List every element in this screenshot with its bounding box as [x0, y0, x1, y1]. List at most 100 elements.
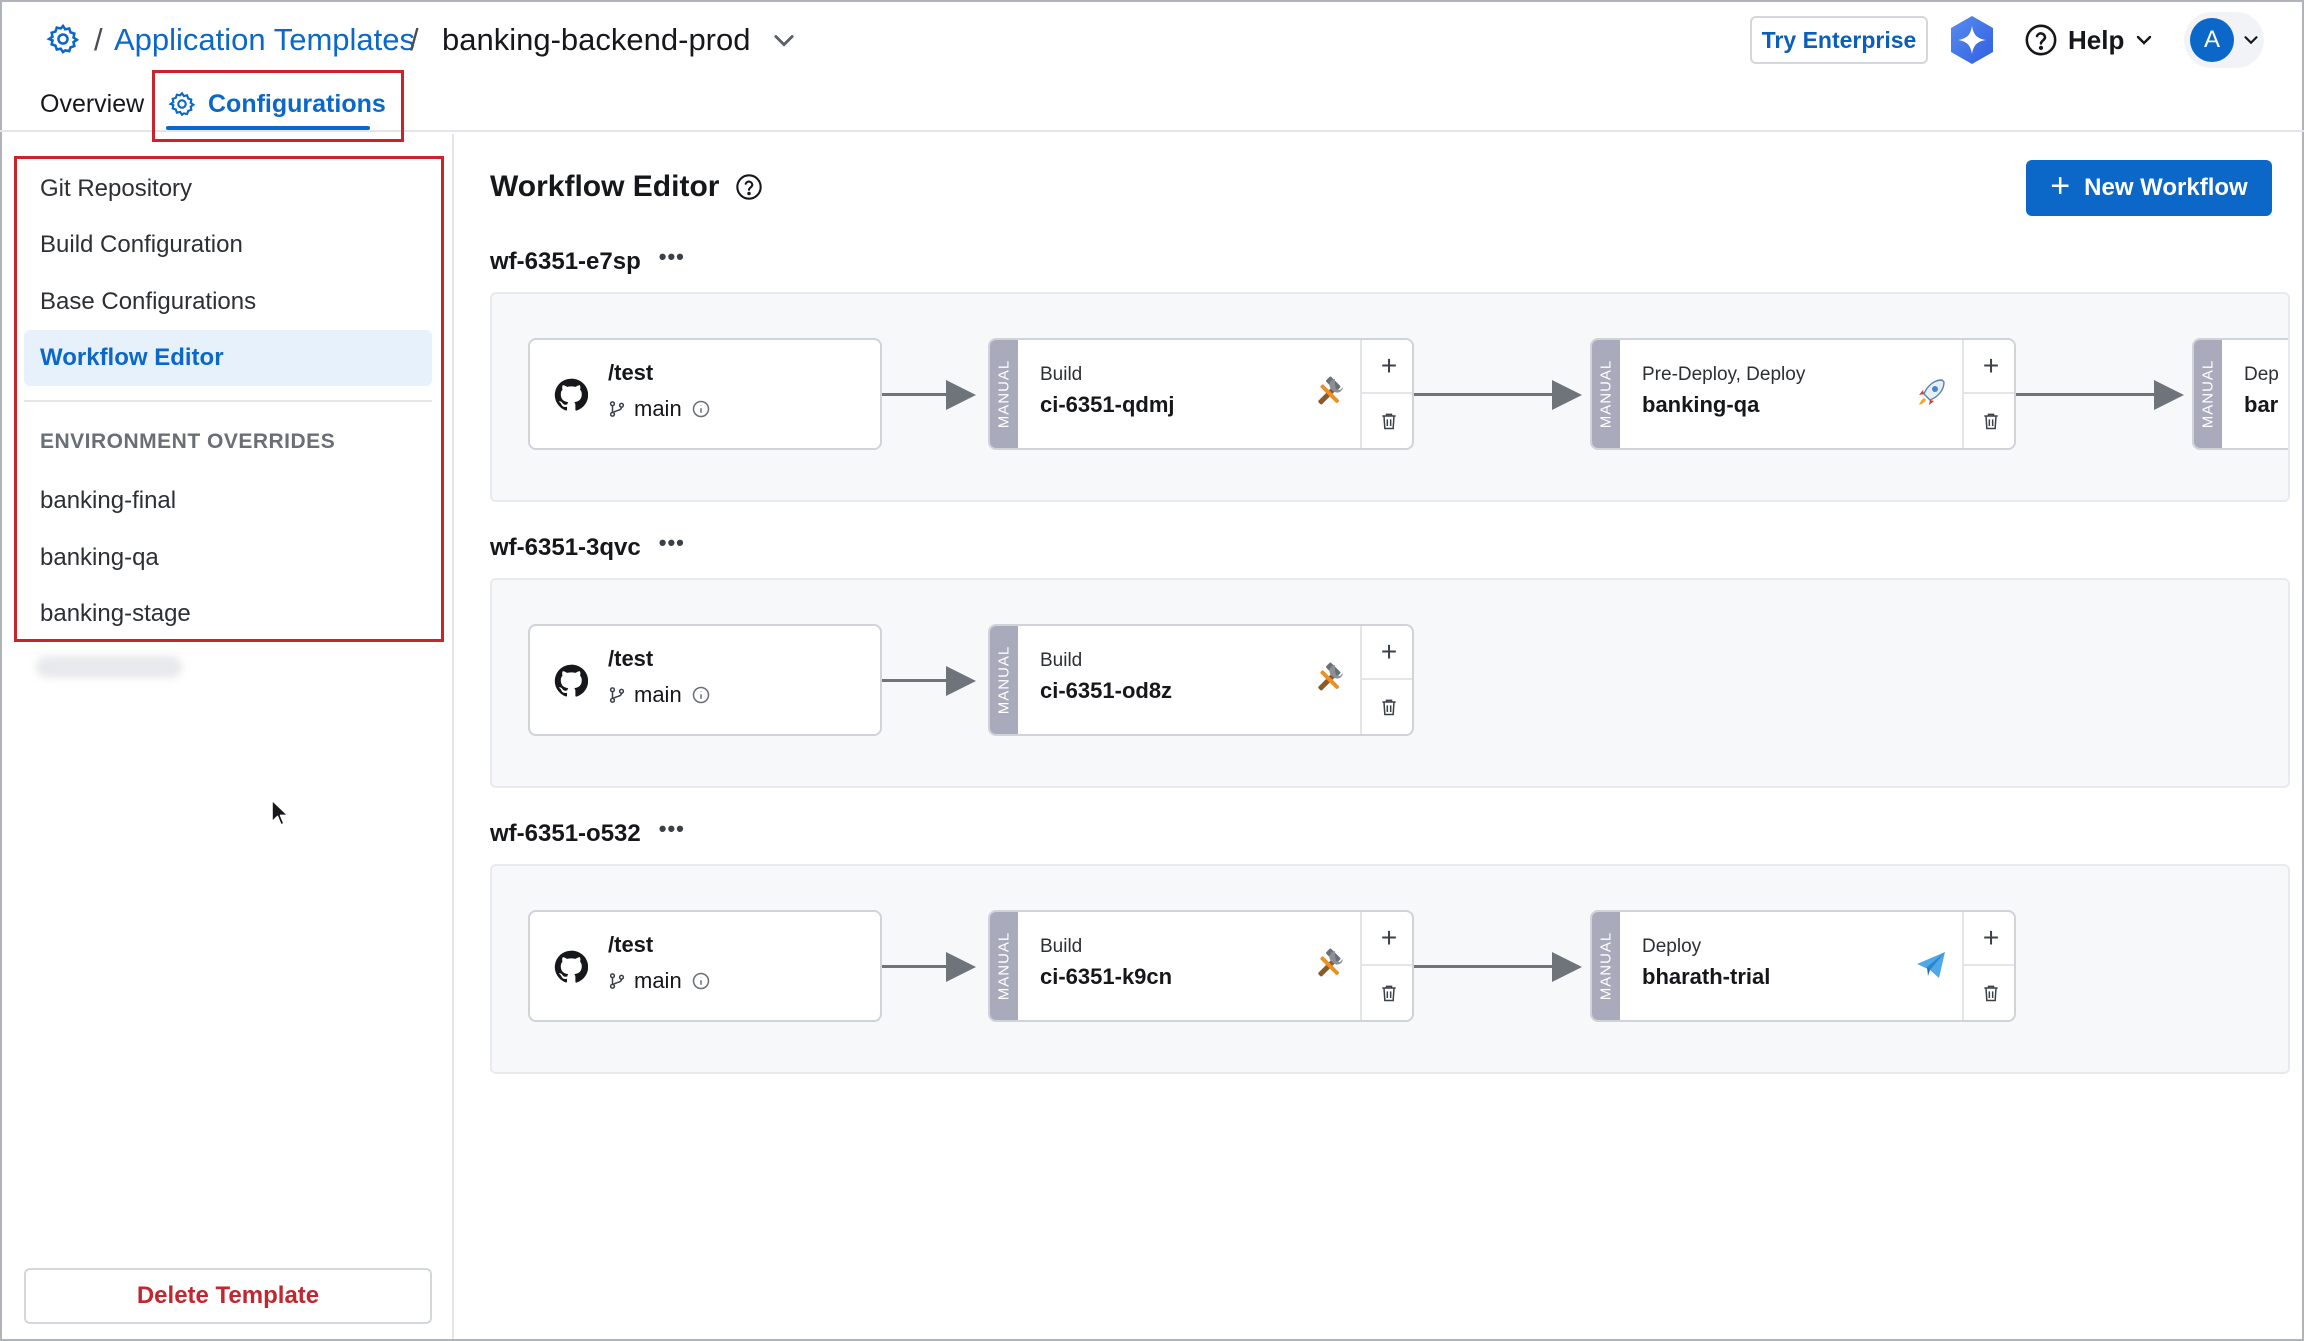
- breadcrumb-separator: /: [410, 22, 419, 57]
- delete-node-button[interactable]: [1362, 966, 1412, 1020]
- node-kind: Pre-Deploy, Deploy: [1642, 364, 1806, 385]
- info-icon[interactable]: [692, 972, 710, 990]
- workflow-title: wf-6351-o532 •••: [490, 816, 685, 848]
- delete-node-button[interactable]: [1362, 680, 1412, 734]
- highlight-box-configurations-tab: [152, 70, 404, 142]
- node-kind: Build: [1040, 364, 1083, 385]
- repo-path: /test: [608, 646, 654, 671]
- sidebar-item-base-configurations[interactable]: Base Configurations: [40, 288, 257, 315]
- sidebar-env-banking-final[interactable]: banking-final: [40, 487, 177, 514]
- add-node-button[interactable]: +: [1362, 340, 1412, 394]
- info-icon[interactable]: [692, 686, 710, 704]
- add-node-button[interactable]: +: [1362, 912, 1412, 966]
- gear-icon[interactable]: [46, 22, 80, 56]
- delete-node-button[interactable]: [1362, 394, 1412, 448]
- active-tab-indicator: [166, 126, 370, 130]
- sidebar-item-workflow-editor[interactable]: Workflow Editor: [24, 330, 432, 386]
- new-workflow-button[interactable]: + New Workflow: [2026, 160, 2272, 216]
- add-node-button[interactable]: +: [1964, 912, 2014, 966]
- build-node[interactable]: MANUAL Build ci-6351-qdmj +: [988, 338, 1414, 450]
- workflow-canvas: /test main MANUAL Build ci-6351-k9cn +: [490, 864, 2290, 1074]
- build-node[interactable]: MANUAL Build ci-6351-k9cn +: [988, 910, 1414, 1022]
- github-icon: [554, 950, 588, 983]
- breadcrumb-current-template: banking-backend-prod: [442, 22, 751, 57]
- connector-arrow-icon: [946, 666, 976, 696]
- build-tools-icon: [1318, 948, 1343, 977]
- manual-trigger-strip: MANUAL: [1592, 912, 1620, 1020]
- connector-line: [882, 679, 960, 682]
- ai-sparkle-icon[interactable]: [1946, 14, 1998, 66]
- deploy-node-partial[interactable]: MANUAL Dep bar: [2192, 338, 2288, 450]
- node-kind: Deploy: [1642, 936, 1702, 957]
- info-icon[interactable]: [692, 400, 710, 418]
- repo-path: /test: [608, 360, 654, 385]
- git-branch-icon: [609, 687, 625, 703]
- tab-configurations-label: Configurations: [208, 89, 386, 118]
- node-kind: Build: [1040, 650, 1083, 671]
- user-menu[interactable]: A: [2184, 12, 2264, 68]
- deploy-node[interactable]: MANUAL Pre-Deploy, Deploy banking-qa +: [1590, 338, 2016, 450]
- chevron-down-icon[interactable]: [770, 26, 798, 54]
- git-branch-icon: [609, 973, 625, 989]
- sidebar: Git Repository Build Configuration Base …: [0, 134, 454, 1339]
- help-circle-icon: [2025, 24, 2057, 56]
- page-title-text: Workflow Editor: [490, 170, 720, 203]
- build-node[interactable]: MANUAL Build ci-6351-od8z +: [988, 624, 1414, 736]
- sidebar-env-banking-stage[interactable]: banking-stage: [40, 600, 191, 627]
- connector-arrow-icon: [946, 380, 976, 410]
- delete-node-button[interactable]: [1964, 394, 2014, 448]
- add-node-button[interactable]: +: [1362, 626, 1412, 680]
- deploy-node[interactable]: MANUAL Deploy bharath-trial +: [1590, 910, 2016, 1022]
- node-name: ci-6351-k9cn: [1040, 964, 1173, 989]
- trash-icon: [1984, 413, 1998, 430]
- delete-node-button[interactable]: [1964, 966, 2014, 1020]
- more-options-icon[interactable]: •••: [658, 816, 685, 841]
- workflow-canvas: /test main MANUAL Build ci-6351-qdmj +: [490, 292, 2290, 502]
- branch-row: main: [608, 682, 718, 708]
- git-source-node[interactable]: /test main: [528, 910, 882, 1022]
- help-menu[interactable]: Help: [2024, 18, 2156, 62]
- blurred-item: [36, 656, 182, 678]
- node-actions: +: [1360, 912, 1412, 1020]
- trash-icon: [1382, 985, 1396, 1002]
- sidebar-item-git-repository[interactable]: Git Repository: [40, 175, 193, 202]
- try-enterprise-button[interactable]: Try Enterprise: [1750, 16, 1928, 64]
- connector-line: [882, 965, 960, 968]
- more-options-icon[interactable]: •••: [658, 244, 685, 269]
- tab-configurations[interactable]: Configurations: [168, 82, 386, 126]
- sidebar-item-build-configuration[interactable]: Build Configuration: [40, 231, 243, 258]
- plus-icon: +: [2050, 167, 2071, 205]
- breadcrumb-separator: /: [94, 22, 103, 57]
- workflow-title: wf-6351-e7sp •••: [490, 244, 685, 276]
- sidebar-env-banking-qa[interactable]: banking-qa: [40, 544, 159, 571]
- new-workflow-label: New Workflow: [2084, 174, 2248, 201]
- git-branch-icon: [609, 401, 625, 417]
- connector-arrow-icon: [1552, 380, 1582, 410]
- more-options-icon[interactable]: •••: [658, 530, 685, 555]
- manual-trigger-strip: MANUAL: [990, 626, 1018, 734]
- highlight-box-sidebar: [14, 156, 444, 642]
- connector-arrow-icon: [1552, 952, 1582, 982]
- node-actions: +: [1360, 340, 1412, 448]
- add-node-button[interactable]: +: [1964, 340, 2014, 394]
- git-source-node[interactable]: /test main: [528, 338, 882, 450]
- chevron-down-icon: [2244, 36, 2258, 45]
- node-kind: Build: [1040, 936, 1083, 957]
- manual-trigger-strip: MANUAL: [2194, 340, 2222, 448]
- node-actions: +: [1360, 626, 1412, 734]
- node-name: ci-6351-od8z: [1040, 678, 1173, 703]
- help-circle-icon[interactable]: [735, 173, 763, 201]
- trash-icon: [1984, 985, 1998, 1002]
- node-actions: +: [1962, 340, 2014, 448]
- sidebar-divider: [24, 400, 432, 402]
- avatar: A: [2190, 18, 2234, 62]
- connector-line: [882, 393, 960, 396]
- manual-trigger-strip: MANUAL: [990, 912, 1018, 1020]
- node-actions: +: [1962, 912, 2014, 1020]
- delete-template-button[interactable]: Delete Template: [24, 1268, 432, 1324]
- tab-overview[interactable]: Overview: [40, 89, 145, 118]
- node-name: bar: [2244, 392, 2279, 417]
- connector-arrow-icon: [2154, 380, 2184, 410]
- breadcrumb-application-templates[interactable]: Application Templates: [114, 22, 415, 57]
- git-source-node[interactable]: /test main: [528, 624, 882, 736]
